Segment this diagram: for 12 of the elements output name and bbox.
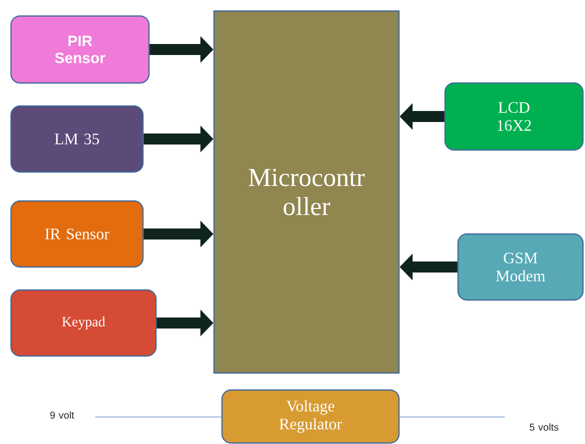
regulator-box: Voltage Regulator	[221, 389, 400, 444]
sensor-box: PIR Sensor	[10, 15, 150, 84]
voltage-label: 5 volts	[530, 423, 558, 431]
supply-line	[399, 416, 506, 418]
module-box: GSM Modem	[457, 233, 584, 301]
module-box: LCD 16X2	[444, 82, 584, 151]
microcontroller-box: Microcontr oller	[213, 10, 400, 374]
voltage-label: 9 volt	[50, 411, 74, 419]
module-box: LM 35	[10, 105, 144, 173]
module-box: IR Sensor	[10, 200, 144, 268]
module-box: Keypad	[10, 289, 157, 357]
supply-line	[94, 416, 222, 418]
